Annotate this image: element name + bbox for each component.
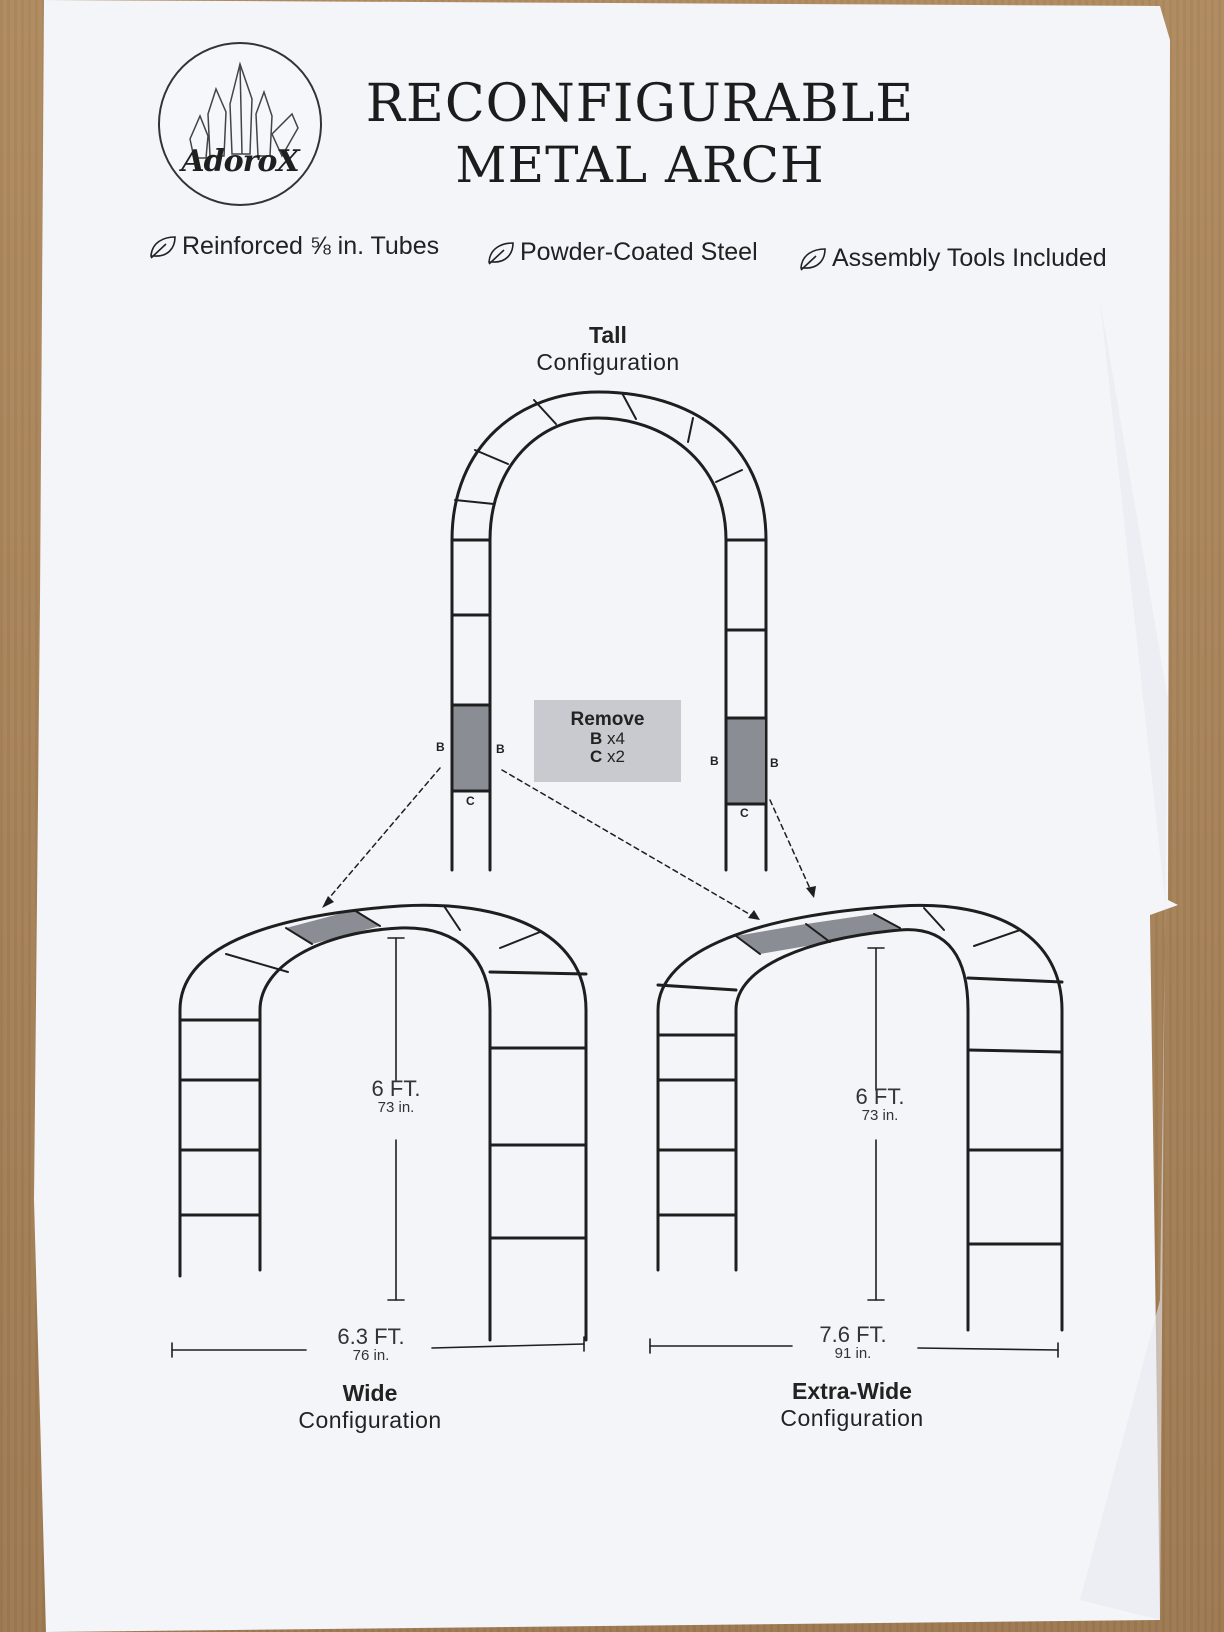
extra-wide-height-in: 73 in. — [861, 1107, 899, 1124]
remove-c-qty: C x2 — [590, 746, 625, 766]
logo-text: AdoroX — [181, 144, 299, 179]
wide-width-in: 76 in. — [352, 1347, 390, 1364]
title-line-1: RECONFIGURABLE — [365, 74, 915, 134]
feature-label: Assembly Tools Included — [832, 244, 1107, 272]
wide-config-name: Wide — [342, 1380, 398, 1406]
feature-item: Assembly Tools Included — [798, 244, 1107, 273]
leaf-icon — [800, 247, 826, 271]
brand-logo: AdoroX — [158, 42, 322, 206]
part-label-b: B — [496, 742, 505, 756]
remove-b-qty: B x4 — [590, 728, 625, 748]
tall-config-label: Tall Configuration — [508, 322, 708, 376]
feature-label: Reinforced ⅝ in. Tubes — [182, 232, 440, 260]
part-label-b: B — [710, 754, 719, 768]
extra-wide-config-label: Extra-Wide Configuration — [752, 1378, 952, 1432]
leaf-icon — [488, 241, 514, 265]
feature-list: Reinforced ⅝ in. Tubes Powder-Coated Ste… — [148, 230, 1128, 280]
feature-item: Reinforced ⅝ in. Tubes — [148, 232, 439, 261]
wide-height-in: 73 in. — [377, 1099, 415, 1116]
feature-label: Powder-Coated Steel — [520, 238, 758, 266]
remove-parts-box: Remove B x4 C x2 — [534, 700, 681, 782]
wide-height-dimension: 6 FT. 73 in. — [346, 1076, 446, 1116]
part-label-c: C — [740, 806, 749, 820]
extra-wide-height-dimension: 6 FT. 73 in. — [830, 1084, 930, 1124]
wide-arch-drawing — [171, 903, 588, 1358]
crystal-icon — [189, 61, 299, 159]
tall-config-name: Tall — [589, 322, 627, 348]
leaf-icon — [150, 235, 176, 259]
wide-height-ft: 6 FT. — [371, 1076, 421, 1101]
extra-wide-config-suffix: Configuration — [780, 1405, 924, 1431]
part-label-b: B — [770, 756, 779, 770]
extra-wide-width-dimension: 7.6 FT. 91 in. — [798, 1322, 908, 1362]
extra-wide-width-in: 91 in. — [834, 1345, 872, 1362]
tall-arch-drawing — [450, 390, 768, 872]
page-title: RECONFIGURABLE METAL ARCH — [360, 78, 920, 190]
part-label-b: B — [436, 740, 445, 754]
part-label-c: C — [466, 794, 475, 808]
wide-config-label: Wide Configuration — [270, 1380, 470, 1434]
title-line-2: METAL ARCH — [455, 136, 825, 194]
remove-title: Remove — [570, 709, 645, 730]
extra-wide-width-ft: 7.6 FT. — [819, 1322, 887, 1347]
wide-config-suffix: Configuration — [298, 1407, 442, 1433]
tall-config-suffix: Configuration — [536, 349, 680, 375]
wide-width-ft: 6.3 FT. — [337, 1324, 405, 1349]
wide-width-dimension: 6.3 FT. 76 in. — [316, 1324, 426, 1364]
extra-wide-config-name: Extra-Wide — [792, 1378, 912, 1404]
extra-wide-arch-drawing — [649, 903, 1064, 1358]
extra-wide-height-ft: 6 FT. — [855, 1084, 905, 1109]
feature-item: Powder-Coated Steel — [486, 238, 758, 267]
